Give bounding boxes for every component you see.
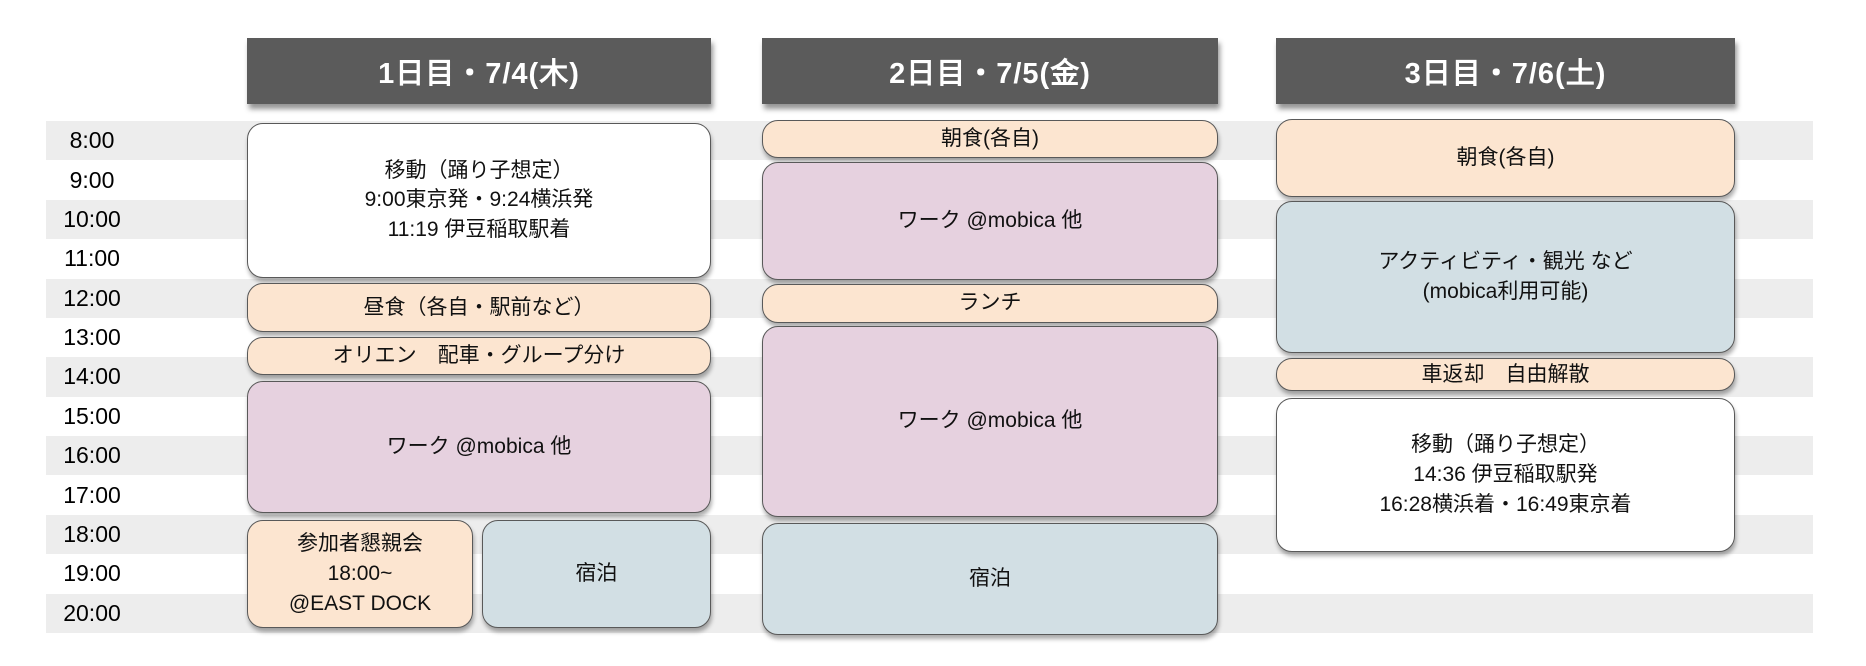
event-text-line: 14:36 伊豆稲取駅発 bbox=[1413, 462, 1598, 486]
event-text-line: アクティビティ・観光 など bbox=[1378, 250, 1633, 274]
event-text-line: 移動（踊り子想定） bbox=[384, 158, 574, 182]
event-text-line: 朝食(各自) bbox=[941, 126, 1039, 150]
time-label: 9:00 bbox=[69, 166, 115, 193]
day-column-day2: 朝食(各自)ワーク @mobica 他ランチワーク @mobica 他宿泊 bbox=[762, 0, 1218, 666]
day1-header: 1日目・7/4(木) bbox=[247, 38, 711, 104]
event-text-line: ワーク @mobica 他 bbox=[386, 434, 572, 458]
event-text-line: ワーク @mobica 他 bbox=[897, 208, 1083, 232]
day2-header: 2日目・7/5(金) bbox=[762, 38, 1218, 104]
event-text-line: 朝食(各自) bbox=[1456, 146, 1555, 170]
event-work: ワーク @mobica 他 bbox=[762, 161, 1218, 280]
time-label: 11:00 bbox=[64, 245, 120, 272]
event-text-line: @EAST DOCK bbox=[288, 591, 432, 615]
event-meal: 昼食（各自・駅前など） bbox=[247, 283, 711, 333]
time-label: 19:00 bbox=[63, 560, 121, 587]
day-column-day1: 移動（踊り子想定） 9:00東京発・9:24横浜発 11:19 伊豆稲取駅着昼食（各… bbox=[247, 0, 711, 666]
time-label: 20:00 bbox=[63, 599, 121, 626]
event-work: ワーク @mobica 他 bbox=[762, 325, 1218, 517]
event-text-line: ランチ bbox=[958, 291, 1022, 315]
event-meal: 参加者懇親会 18:00~ @EAST DOCK bbox=[247, 519, 473, 629]
time-label: 12:00 bbox=[63, 284, 121, 311]
time-label: 15:00 bbox=[63, 402, 121, 429]
event-stay: アクティビティ・観光 など (mobica利用可能) bbox=[1276, 200, 1735, 353]
time-label: 14:00 bbox=[63, 363, 121, 390]
event-travel: 移動（踊り子想定） 14:36 伊豆稲取駅発 16:28横浜着・16:49東京着 bbox=[1276, 397, 1735, 552]
time-label: 8:00 bbox=[69, 127, 115, 154]
time-label: 16:00 bbox=[63, 442, 121, 469]
event-text-line: ワーク @mobica 他 bbox=[897, 409, 1083, 433]
event-text-line: 移動（踊り子想定） bbox=[1411, 433, 1600, 457]
event-meal: ランチ bbox=[762, 283, 1218, 323]
event-stay: 宿泊 bbox=[481, 519, 711, 629]
event-text-line: 16:28横浜着・16:49東京着 bbox=[1379, 492, 1632, 516]
event-work: ワーク @mobica 他 bbox=[247, 380, 711, 513]
event-text-line: 宿泊 bbox=[575, 562, 618, 586]
event-stay: 宿泊 bbox=[762, 522, 1218, 635]
event-text-line: 昼食（各自・駅前など） bbox=[363, 295, 595, 319]
time-label: 17:00 bbox=[63, 481, 121, 508]
event-meal: 朝食(各自) bbox=[1276, 119, 1735, 197]
event-meal: 車返却 自由解散 bbox=[1276, 358, 1735, 392]
event-text-line: 18:00~ bbox=[327, 562, 393, 586]
day3-header: 3日目・7/6(土) bbox=[1276, 38, 1735, 104]
event-text-line: 参加者懇親会 bbox=[296, 532, 423, 556]
event-text-line: 9:00東京発・9:24横浜発 bbox=[364, 188, 594, 212]
event-text-line: 11:19 伊豆稲取駅着 bbox=[387, 218, 571, 242]
event-meal: オリエン 配車・グループ分け bbox=[247, 336, 711, 375]
time-label: 13:00 bbox=[63, 324, 121, 351]
event-text-line: 宿泊 bbox=[969, 566, 1011, 590]
event-text-line: (mobica利用可能) bbox=[1422, 279, 1589, 303]
event-text-line: オリエン 配車・グループ分け bbox=[332, 343, 626, 367]
time-label: 10:00 bbox=[63, 205, 121, 232]
event-meal: 朝食(各自) bbox=[762, 119, 1218, 158]
event-text-line: 車返却 自由解散 bbox=[1421, 362, 1590, 386]
time-label: 18:00 bbox=[63, 520, 121, 547]
event-travel: 移動（踊り子想定） 9:00東京発・9:24横浜発 11:19 伊豆稲取駅着 bbox=[247, 122, 711, 278]
day-column-day3: 朝食(各自)アクティビティ・観光 など(mobica利用可能)車返却 自由解散移… bbox=[1276, 0, 1735, 666]
